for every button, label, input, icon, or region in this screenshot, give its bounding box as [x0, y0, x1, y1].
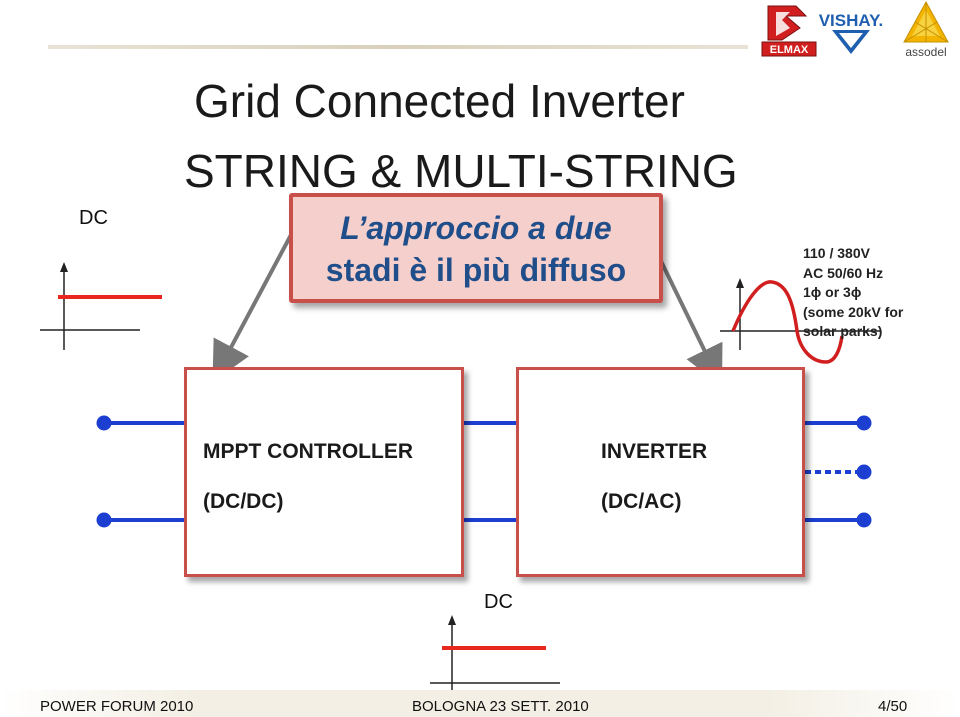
footer-page-number: 4/50	[878, 698, 908, 715]
assodel-logo-text: assodel	[905, 45, 946, 59]
terminal-out-middle	[856, 464, 872, 480]
terminal-in-top	[96, 415, 112, 431]
callout-line2: stadi è il più diffuso	[325, 252, 627, 288]
dc-label-top: DC	[79, 207, 108, 229]
footer-center: BOLOGNA 23 SETT. 2010	[412, 698, 589, 715]
terminal-out-bottom	[856, 512, 872, 528]
mppt-controller-block: MPPT CONTROLLER (DC/DC)	[184, 367, 464, 577]
ac-info: 110 / 380V AC 50/60 Hz 1ϕ or 3ϕ (some 20…	[803, 244, 903, 342]
vishay-logo: VISHAY.	[819, 11, 884, 54]
elmax-logo: ELMAX	[761, 5, 817, 57]
ac-y-arrow	[736, 278, 744, 288]
ac-info-line: 110 / 380V	[803, 245, 870, 261]
inverter-block: INVERTER (DC/AC)	[516, 367, 805, 577]
callout-line1: L’approccio a due	[340, 210, 612, 246]
dc-graph-top	[40, 262, 162, 350]
vishay-logo-text: VISHAY.	[819, 11, 884, 30]
header-rule	[48, 45, 748, 49]
dc-label-bottom: DC	[484, 591, 513, 613]
terminal-in-bottom	[96, 512, 112, 528]
inverter-block-sub: (DC/AC)	[601, 490, 682, 513]
dc-bottom-y-arrow	[448, 615, 456, 625]
ac-graph	[720, 278, 880, 364]
ac-info-line: AC 50/60 Hz	[803, 264, 884, 281]
ac-wave	[731, 280, 844, 364]
footer-left: POWER FORUM 2010	[40, 698, 194, 715]
assodel-logo: assodel	[903, 0, 949, 59]
mppt-block-sub: (DC/DC)	[203, 490, 284, 513]
ac-info-line: solar parks)	[803, 323, 883, 339]
dc-graph-bottom	[430, 615, 560, 695]
elmax-logo-text: ELMAX	[770, 44, 809, 56]
callout-box: L’approccio a due stadi è il più diffuso	[289, 193, 663, 303]
mppt-block-name: MPPT CONTROLLER	[203, 440, 413, 463]
slide-title-line2: STRING & MULTI-STRING	[184, 145, 738, 197]
ac-info-line: 1ϕ or 3ϕ	[803, 284, 862, 300]
callout-arrow-left	[212, 217, 302, 383]
dc-top-y-arrow	[60, 262, 68, 272]
inverter-block-name: INVERTER	[601, 440, 708, 463]
footer-bar	[0, 690, 960, 717]
ac-info-line: (some 20kV for	[803, 303, 904, 320]
slide-title-line1: Grid Connected Inverter	[194, 75, 685, 127]
terminal-out-top	[856, 415, 872, 431]
